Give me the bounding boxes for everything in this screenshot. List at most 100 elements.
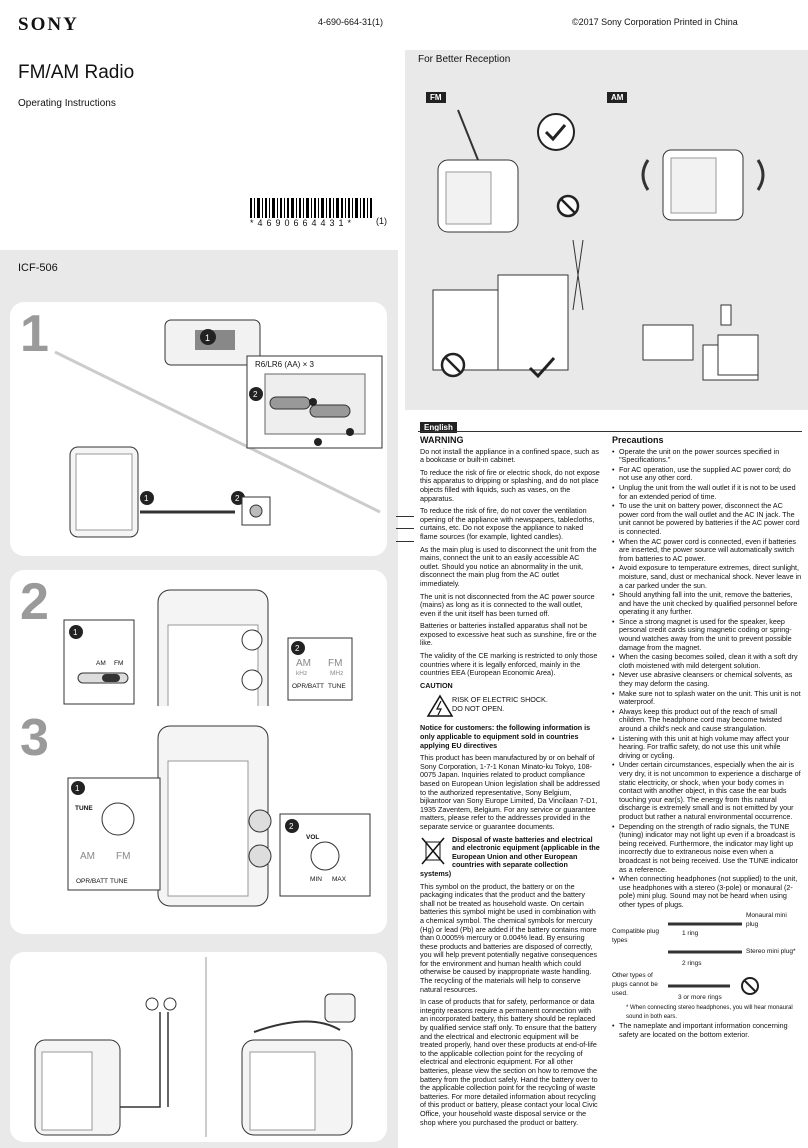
- fm-unit: MHz: [330, 670, 344, 677]
- fm-label: FM: [328, 658, 343, 669]
- eu-notice-text: This product has been manufactured by or…: [420, 753, 600, 831]
- final-note-list: The nameplate and important information …: [612, 1022, 802, 1039]
- headphone-handle-illustration: [34, 957, 356, 1137]
- list-item: Operate the unit on the power sources sp…: [612, 447, 802, 465]
- divider: [418, 431, 802, 432]
- waste-heading: Disposal of waste batteries and electric…: [420, 834, 600, 878]
- list-item: Always keep this product out of the reac…: [612, 707, 802, 734]
- tune-knob-label: TUNE: [75, 805, 93, 812]
- caution-box: RISK OF ELECTRIC SHOCK. DO NOT OPEN.: [420, 694, 600, 718]
- svg-text:2: 2: [253, 390, 258, 399]
- connector-line: [396, 516, 414, 517]
- barcode-suffix: (1): [376, 216, 387, 226]
- list-item: Make sure not to splash water on the uni…: [612, 689, 802, 707]
- list-item: Listening with this unit at high volume …: [612, 734, 802, 761]
- barcode-graphic: [250, 198, 372, 218]
- step-1-illustration: 1 2 1 2: [54, 319, 383, 538]
- opr-batt-label: OPR/BATT: [292, 683, 325, 690]
- warning-paragraph: Batteries or batteries installed apparat…: [420, 621, 597, 648]
- stereo-note: * When connecting stereo headphones, you…: [626, 1005, 793, 1021]
- shock-warning-icon: [426, 694, 454, 718]
- list-item: Since a strong magnet is used for the sp…: [612, 617, 802, 652]
- eu-notice-heading: Notice for customers: the following info…: [420, 723, 591, 750]
- step-number: 1: [20, 305, 49, 363]
- page-title: FM/AM Radio: [18, 62, 135, 83]
- vol-label: VOL: [306, 834, 320, 841]
- precautions-column: Precautions Operate the unit on the powe…: [612, 436, 802, 1041]
- step-1-card: 1 1 2 1 2 R6/LR6 (AA) × 3: [10, 302, 387, 556]
- list-item: When the casing becomes soiled, clean it…: [612, 652, 802, 670]
- monaural-plug-label: Monaural mini plug: [746, 912, 787, 929]
- wheelie-bin-icon: [421, 837, 445, 865]
- reception-illustration: [432, 109, 765, 381]
- tune-label: TUNE: [110, 878, 128, 885]
- am-unit: kHz: [296, 670, 308, 677]
- reception-title: For Better Reception: [418, 54, 511, 65]
- am-tag: AM: [607, 92, 628, 103]
- connector-line: [396, 528, 414, 529]
- page-subtitle: Operating Instructions: [18, 98, 116, 109]
- sony-logo: SONY: [18, 14, 79, 35]
- warning-paragraph: Do not install the appliance in a confin…: [420, 446, 600, 465]
- other-plugs-label: Other types of plugs cannot be used.: [612, 972, 658, 997]
- list-item: Depending on the strength of radio signa…: [612, 822, 802, 875]
- connector-line: [396, 541, 414, 542]
- band-fm-label: FM: [114, 660, 124, 667]
- list-item: For AC operation, use the supplied AC po…: [612, 465, 802, 483]
- list-item: Never use abrasive cleansers or chemical…: [612, 671, 802, 688]
- svg-text:2: 2: [289, 822, 294, 831]
- svg-text:2: 2: [295, 644, 300, 653]
- band-am-label: AM: [96, 660, 106, 667]
- barcode-text: *4690664431*: [250, 218, 356, 228]
- caution-text: RISK OF ELECTRIC SHOCK. DO NOT OPEN.: [452, 695, 548, 714]
- stereo-plug-label: Stereo mini plug*: [746, 948, 796, 956]
- fm-tag: FM: [426, 92, 446, 103]
- vol-max-label: MAX: [332, 876, 347, 883]
- precautions-heading: Precautions: [612, 435, 664, 445]
- svg-text:1: 1: [205, 333, 210, 343]
- list-item: When connecting headphones (not supplied…: [612, 874, 802, 909]
- list-item: When the AC power cord is connected, eve…: [612, 537, 802, 564]
- list-item: Unplug the unit from the wall outlet if …: [612, 483, 802, 501]
- document-number: 4-690-664-31(1): [318, 17, 384, 27]
- waste-section: Disposal of waste batteries and electric…: [420, 834, 600, 879]
- warning-column: WARNING Do not install the appliance in …: [420, 436, 600, 1131]
- caution-heading: CAUTION: [420, 680, 453, 690]
- waste-text-2: In case of products that for safety, per…: [420, 997, 598, 1127]
- step-3-card: 3 1 2 TUNE AM FM OPR/BATT TUNE VOL MIN M…: [10, 706, 387, 934]
- compatible-plug-label: Compatible plug types: [612, 928, 659, 945]
- language-tag: English: [420, 422, 457, 433]
- svg-text:1: 1: [75, 784, 80, 793]
- battery-label: R6/LR6 (AA) × 3: [255, 360, 314, 369]
- list-item: Should anything fall into the unit, remo…: [612, 590, 802, 617]
- warning-paragraph: The unit is not disconnected from the AC…: [420, 591, 595, 618]
- plug-types-illustration: [668, 922, 759, 996]
- fm-label: FM: [116, 851, 131, 862]
- list-item: Under certain circumstances, especially …: [612, 761, 802, 821]
- plug-diagram: Monaural mini plug Compatible plug types…: [612, 910, 802, 1022]
- svg-text:1: 1: [144, 494, 149, 503]
- waste-text: This symbol on the product, the battery …: [420, 881, 598, 994]
- am-label: AM: [296, 658, 311, 669]
- step-3-illustration: 1 2: [67, 725, 371, 907]
- one-ring-label: 1 ring: [682, 930, 699, 938]
- svg-text:1: 1: [73, 628, 78, 637]
- svg-text:2: 2: [235, 494, 240, 503]
- list-item: Avoid exposure to temperature extremes, …: [612, 564, 802, 590]
- am-label: AM: [80, 851, 95, 862]
- copyright: ©2017 Sony Corporation Printed in China: [572, 17, 738, 27]
- warning-paragraph: The validity of the CE marking is restri…: [420, 651, 598, 678]
- three-rings-label: 3 or more rings: [678, 994, 722, 1002]
- warning-paragraph: As the main plug is used to disconnect t…: [420, 544, 597, 588]
- step-4-card: [10, 952, 387, 1142]
- warning-paragraph: To reduce the risk of fire or electric s…: [420, 467, 600, 503]
- model-number: ICF-506: [18, 262, 58, 274]
- warning-heading: WARNING: [420, 435, 464, 445]
- list-item: The nameplate and important information …: [612, 1022, 802, 1039]
- precautions-list: Operate the unit on the power sources sp…: [612, 447, 802, 910]
- opr-batt-label: OPR/BATT: [76, 878, 109, 885]
- tune-label: TUNE: [328, 683, 346, 690]
- vol-min-label: MIN: [310, 876, 322, 883]
- step-number: 2: [20, 573, 49, 631]
- warning-paragraph: To reduce the risk of fire, do not cover…: [420, 506, 595, 541]
